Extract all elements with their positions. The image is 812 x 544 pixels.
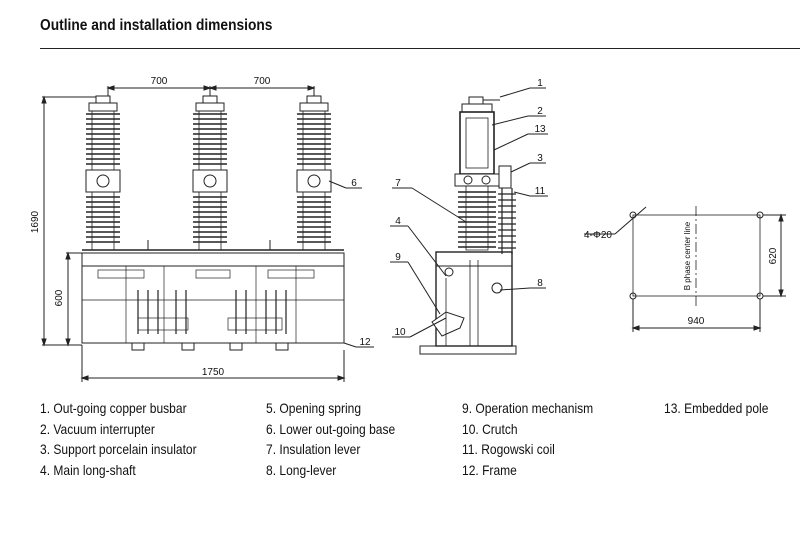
pole-left [85,95,121,251]
legend-item: 7. Insulation lever [266,441,361,457]
front-view: 700 700 1690 600 [30,76,374,382]
legend-item: 1. Out-going copper busbar [40,400,187,416]
callout-13: 13 [534,124,546,135]
callout-3: 3 [537,153,543,164]
dim-600: 600 [54,289,65,306]
side-callouts: 1 2 13 3 11 7 4 9 8 10 [390,78,548,338]
pole-spacing-dimension: 700 700 [106,76,316,96]
callout-7: 7 [395,178,401,189]
legend-item: 5. Opening spring [266,400,362,416]
legend-item: 4. Main long-shaft [40,461,136,478]
b-phase-center-line: B phase center line [683,221,692,290]
callout-12: 12 [359,337,371,348]
legend-item: 9. Operation mechanism [462,400,594,416]
callout-8: 8 [537,278,543,289]
legend-item: 10. Crutch [462,420,518,437]
legend-item: 13. Embedded pole [664,400,769,416]
callout-11: 11 [535,186,546,197]
legend-item: 11. Rogowski coil [462,441,555,457]
dim-700-right: 700 [254,76,271,87]
legend-column-4: 13. Embedded pole [664,398,785,419]
side-view: 1 2 13 3 11 7 4 9 8 10 [390,78,548,355]
dim-1750: 1750 [202,367,225,378]
dim-1690: 1690 [30,210,41,233]
legend-column-1: 1. Out-going copper busbar 2. Vacuum int… [40,398,222,480]
rogowski-insulator [498,188,516,254]
legend-item: 2. Vacuum interrupter [40,420,155,437]
pole-middle [192,95,228,251]
width-dimension: 1750 [80,345,346,382]
hole-spec: 4-Φ20 [584,230,612,241]
legend-column-3: 9. Operation mechanism 10. Crutch 11. Ro… [462,398,615,480]
dim-940: 940 [688,316,705,327]
callout-6: 6 [351,178,357,189]
mounting-plan: B phase center line 4-Φ20 620 940 [584,206,786,332]
legend-item: 6. Lower out-going base [266,420,396,437]
height-dimensions: 1690 600 [30,95,100,347]
frame [81,240,345,351]
title-rule [40,48,800,49]
dim-700-left: 700 [151,76,168,87]
callout-2: 2 [537,106,543,117]
legend-column-2: 5. Opening spring 6. Lower out-going bas… [266,398,416,480]
callout-4: 4 [395,216,401,227]
outline-drawing: 700 700 1690 600 [30,76,786,382]
page-title: Outline and installation dimensions [40,17,273,34]
callout-10: 10 [394,327,406,338]
callout-1: 1 [537,78,543,89]
pole-right [296,95,332,251]
dim-620: 620 [768,247,779,264]
legend-item: 3. Support porcelain insulator [40,441,197,457]
callout-9: 9 [395,252,401,263]
legend-item: 8. Long-lever [266,461,337,478]
legend-item: 12. Frame [462,461,517,478]
